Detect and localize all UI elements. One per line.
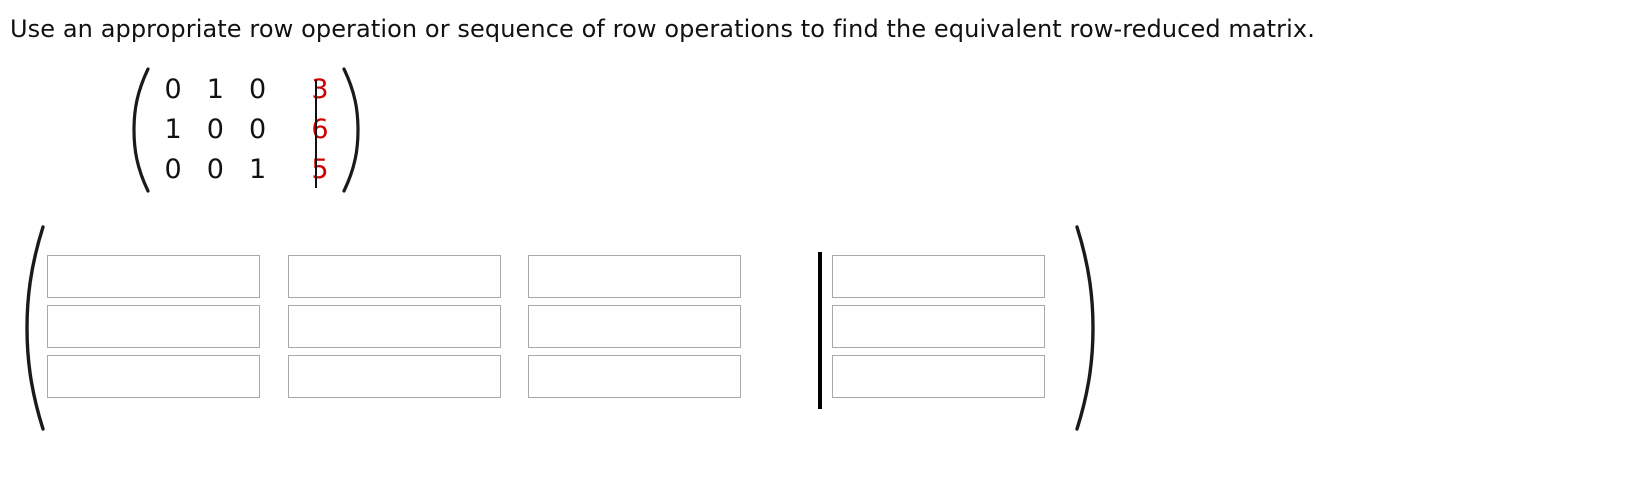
answer-cell-wrap [47,255,288,298]
answer-augment-divider [818,252,822,409]
answer-input-r3c2[interactable] [287,355,501,398]
answer-matrix-body [47,255,1073,405]
answer-cell-wrap [47,355,288,398]
answer-cell-wrap [832,305,1073,348]
matrix-cell: 0 [164,74,182,105]
answer-cell-wrap [287,355,529,398]
matrix-cell: 1 [248,154,267,185]
answer-input-r1c2[interactable] [287,255,501,298]
matrix-left-paren-icon [130,66,152,194]
matrix-row: 0 1 0 3 [152,70,342,110]
answer-cell-wrap [287,305,529,348]
answer-row [47,255,1073,305]
matrix-augment-cell: 6 [311,114,329,145]
answer-input-r1c3[interactable] [528,255,742,298]
answer-input-r1c4[interactable] [832,255,1046,298]
answer-right-paren-icon [1072,222,1098,434]
given-matrix: 0 1 0 3 1 0 0 6 0 0 1 5 [130,66,362,194]
answer-input-r3c4[interactable] [832,355,1046,398]
answer-input-r2c3[interactable] [528,305,742,348]
matrix-right-paren-icon [340,66,362,194]
answer-input-r3c1[interactable] [47,355,260,398]
given-matrix-body: 0 1 0 3 1 0 0 6 0 0 1 5 [152,70,342,190]
matrix-cell: 0 [248,114,267,145]
matrix-cell: 0 [206,114,224,145]
answer-matrix [22,222,1098,434]
answer-input-r1c1[interactable] [47,255,260,298]
page-title: Use an appropriate row operation or sequ… [10,15,1315,43]
matrix-cell: 0 [248,74,267,105]
answer-row [47,355,1073,405]
matrix-augment-cell: 5 [311,154,329,185]
matrix-cell: 1 [206,74,224,105]
answer-input-r2c4[interactable] [832,305,1046,348]
answer-cell-wrap [47,305,288,348]
answer-cell-wrap [528,305,769,348]
matrix-cell: 0 [206,154,224,185]
matrix-cell: 1 [164,114,182,145]
matrix-row: 1 0 0 6 [152,110,342,150]
answer-cell-wrap [832,255,1073,298]
answer-left-paren-icon [22,222,48,434]
answer-cell-wrap [832,355,1073,398]
answer-input-r2c2[interactable] [287,305,501,348]
answer-input-r2c1[interactable] [47,305,260,348]
matrix-augment-cell: 3 [311,74,329,105]
matrix-cell: 0 [164,154,182,185]
answer-input-r3c3[interactable] [528,355,742,398]
answer-cell-wrap [287,255,529,298]
answer-cell-wrap [528,355,769,398]
answer-row [47,305,1073,355]
answer-cell-wrap [528,255,769,298]
matrix-augment-divider [315,80,317,188]
matrix-row: 0 0 1 5 [152,150,342,190]
